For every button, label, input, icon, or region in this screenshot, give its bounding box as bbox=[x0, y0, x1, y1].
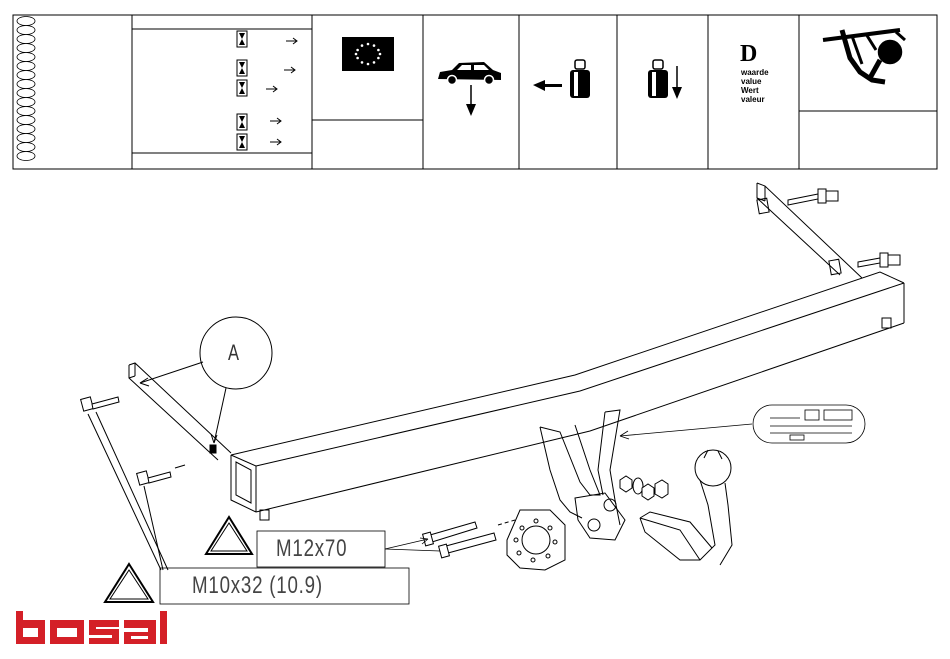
towbar-icon bbox=[823, 30, 905, 82]
bolt-icon bbox=[788, 189, 900, 267]
eu-flag-icon bbox=[342, 37, 394, 71]
detail-callout-a bbox=[140, 317, 272, 443]
bolt-axis-line bbox=[498, 520, 515, 525]
tow-bar-cross-beam bbox=[129, 183, 904, 520]
vertical-weight-icon bbox=[648, 60, 682, 99]
ball-mount-bracket bbox=[540, 410, 625, 540]
header-table bbox=[13, 15, 937, 169]
d-value-letter: D bbox=[740, 41, 757, 68]
bosal-logo bbox=[16, 611, 167, 644]
horizontal-weight-icon bbox=[533, 60, 590, 98]
socket-plate-icon bbox=[507, 510, 565, 570]
d-word-de: Wert bbox=[741, 86, 769, 95]
hourglass-icon bbox=[237, 114, 247, 130]
bolt-leader-lines bbox=[88, 412, 168, 570]
tow-ball-icon bbox=[640, 450, 732, 565]
warning-triangle-icon bbox=[206, 517, 252, 554]
production-dates bbox=[237, 31, 297, 150]
hourglass-icon bbox=[237, 80, 247, 96]
bolt-axis-line bbox=[175, 465, 185, 468]
bolt-spec-large: M12x70 bbox=[276, 535, 347, 563]
vehicle-list-ovals bbox=[17, 17, 35, 161]
bolt-icon bbox=[423, 522, 496, 558]
hourglass-icon bbox=[237, 60, 247, 76]
d-word-en: value bbox=[741, 77, 769, 86]
bolt-spec-small: M10x32 (10.9) bbox=[192, 572, 323, 600]
type-plate-icon bbox=[620, 405, 865, 443]
hourglass-icon bbox=[237, 134, 247, 150]
bolt-icon bbox=[81, 397, 171, 485]
car-load-icon bbox=[438, 62, 501, 116]
warning-triangle-icon bbox=[105, 564, 153, 602]
hourglass-icon bbox=[237, 31, 247, 47]
d-word-nl: waarde bbox=[741, 68, 769, 77]
d-value-words: waarde value Wert valeur bbox=[741, 68, 769, 104]
detail-label-a: A bbox=[228, 340, 239, 366]
d-word-fr: valeur bbox=[741, 95, 769, 104]
nut-icon bbox=[620, 476, 668, 500]
